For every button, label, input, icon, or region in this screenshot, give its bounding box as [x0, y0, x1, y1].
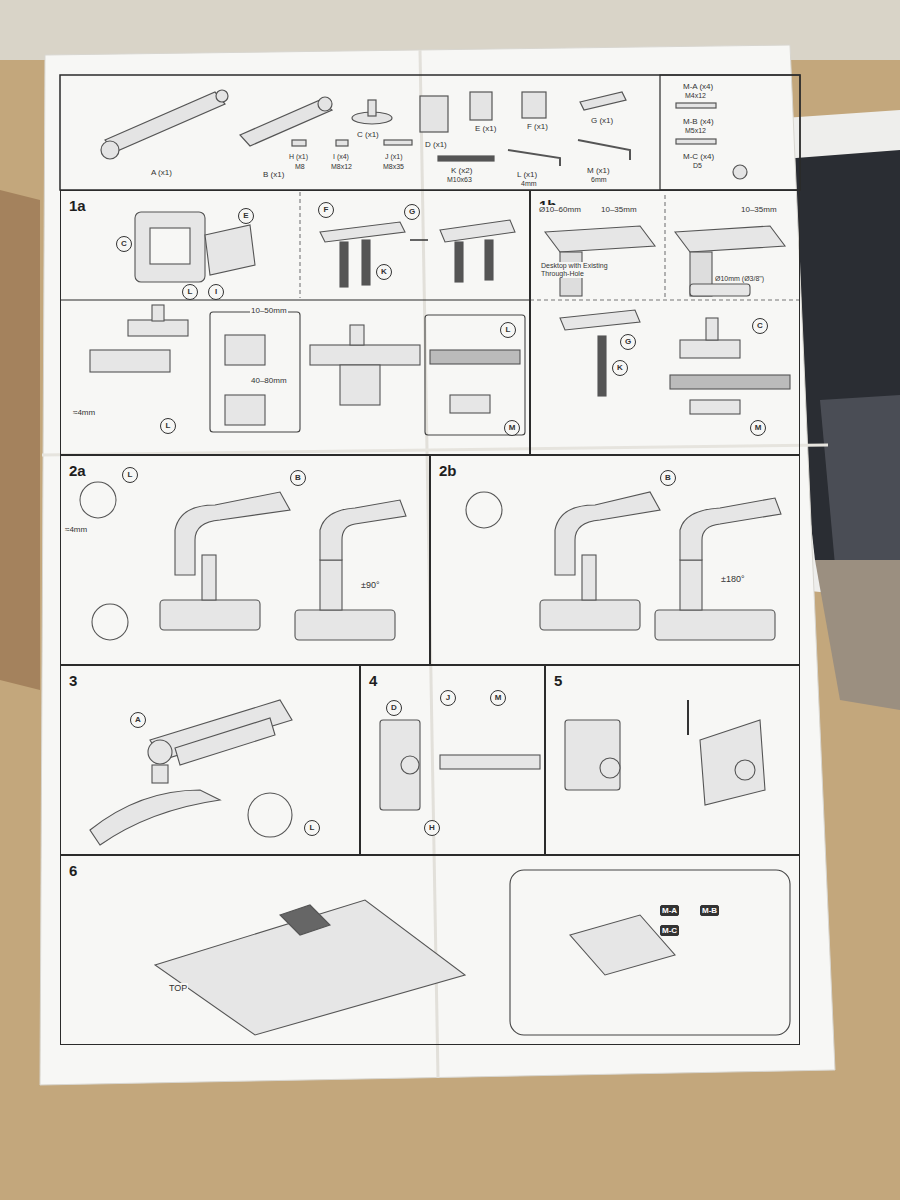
callout-letter: L	[182, 284, 198, 300]
callout-letter: M	[504, 420, 520, 436]
part-label: M-C (x4)	[682, 152, 715, 161]
callout-letter: B	[660, 470, 676, 486]
callout-letter: D	[386, 700, 402, 716]
screw-tag: M-B	[700, 905, 719, 916]
part-label: 10–35mm	[740, 205, 778, 214]
step-number: 1a	[69, 197, 86, 214]
part-label: C (x1)	[356, 130, 380, 139]
callout-letter: G	[404, 204, 420, 220]
callout-letter: L	[160, 418, 176, 434]
step-number: 6	[69, 862, 77, 879]
part-label: E (x1)	[474, 124, 497, 133]
part-label: M8x12	[330, 163, 353, 171]
part-label: 40–80mm	[250, 376, 288, 385]
part-label: ≈4mm	[64, 525, 88, 534]
callout-letter: L	[122, 467, 138, 483]
part-label: Desktop with Existing Through-Hole	[540, 262, 612, 278]
foam-bag	[820, 395, 900, 565]
step-panel: 6	[60, 855, 800, 1045]
part-label: H (x1)	[288, 153, 309, 161]
part-label: 10–35mm	[600, 205, 638, 214]
part-label: ±90°	[360, 580, 381, 590]
part-label: F (x1)	[526, 122, 549, 131]
part-label: M8	[294, 163, 306, 171]
part-label: Ø10–60mm	[538, 205, 582, 214]
step-number: 2a	[69, 462, 86, 479]
part-label: K (x2)	[450, 166, 473, 175]
step-panel: 1a	[60, 190, 530, 455]
callout-letter: H	[424, 820, 440, 836]
callout-letter: C	[116, 236, 132, 252]
callout-letter: K	[376, 264, 392, 280]
callout-letter: B	[290, 470, 306, 486]
callout-letter: J	[440, 690, 456, 706]
part-label: D5	[692, 162, 703, 170]
cardboard-flap	[0, 190, 40, 690]
step-panel: 5	[545, 665, 800, 855]
step-panel: 2b	[430, 455, 800, 665]
part-label: 4mm	[520, 180, 538, 188]
fold-line	[42, 445, 828, 455]
cardboard	[815, 560, 900, 710]
screw-tag: M-C	[660, 925, 679, 936]
part-label: B (x1)	[262, 170, 285, 179]
part-label: M (x1)	[586, 166, 611, 175]
part-label: 10–50mm	[250, 306, 288, 315]
part-label: TOP	[168, 983, 188, 993]
part-label: M-B (x4)	[682, 117, 715, 126]
part-label: I (x4)	[332, 153, 350, 161]
callout-letter: M	[750, 420, 766, 436]
part-label: ±180°	[720, 574, 746, 584]
instruction-sheet	[40, 45, 835, 1085]
part-label: M4x12	[684, 92, 707, 100]
callout-letter: K	[612, 360, 628, 376]
step-panel: 2a	[60, 455, 430, 665]
callout-letter: F	[318, 202, 334, 218]
step-number: 2b	[439, 462, 457, 479]
callout-letter: C	[752, 318, 768, 334]
callout-letter: G	[620, 334, 636, 350]
parts-drawing	[60, 75, 800, 190]
step-number: 4	[369, 672, 377, 689]
fold-line	[420, 50, 438, 1078]
step-number: 5	[554, 672, 562, 689]
callout-letter: A	[130, 712, 146, 728]
part-label: J (x1)	[384, 153, 404, 161]
part-label: D (x1)	[424, 140, 448, 149]
part-label: A (x1)	[150, 168, 173, 177]
step-drawings	[60, 192, 800, 1035]
part-label: M-A (x4)	[682, 82, 714, 91]
part-label: ≈4mm	[72, 408, 96, 417]
part-label: G (x1)	[590, 116, 614, 125]
callout-letter: E	[238, 208, 254, 224]
callout-letter: M	[490, 690, 506, 706]
callout-letter: I	[208, 284, 224, 300]
part-label: M5x12	[684, 127, 707, 135]
callout-letter: L	[304, 820, 320, 836]
part-label: 6mm	[590, 176, 608, 184]
screw-tag: M-A	[660, 905, 679, 916]
step-number: 3	[69, 672, 77, 689]
part-label: L (x1)	[516, 170, 538, 179]
callout-letter: L	[500, 322, 516, 338]
part-label: Ø10mm (Ø3/8")	[714, 275, 765, 283]
part-label: M8x35	[382, 163, 405, 171]
part-label: M10x63	[446, 176, 473, 184]
